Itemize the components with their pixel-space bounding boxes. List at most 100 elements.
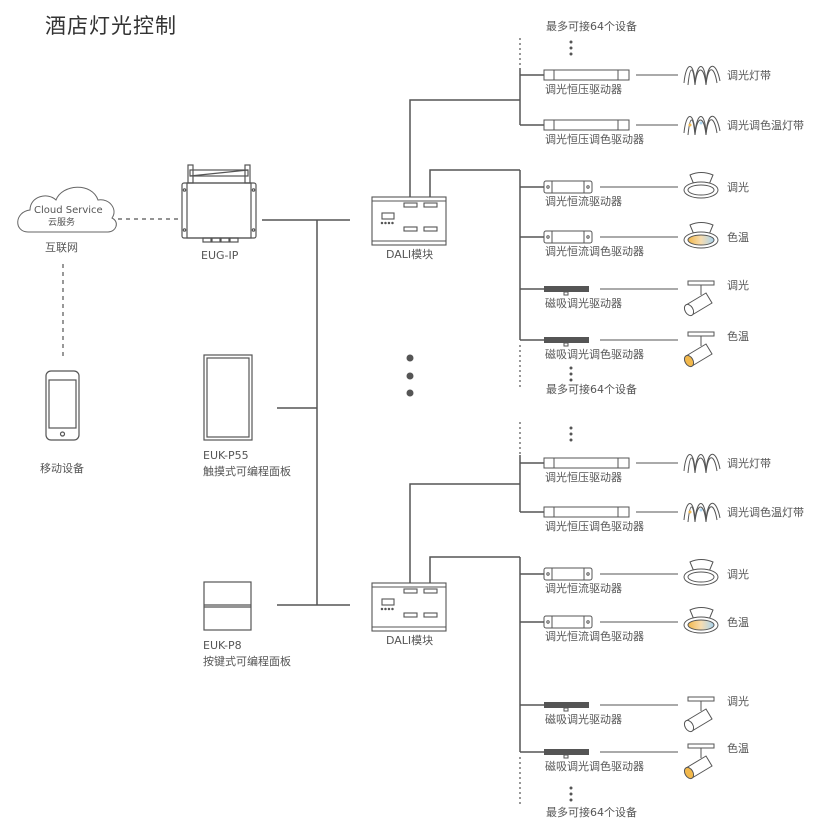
led-strip-cct-icon	[683, 115, 721, 136]
cv-driver-icon	[543, 457, 630, 469]
dali-module-caption: DALI模块	[386, 634, 434, 647]
driver-row	[520, 331, 715, 368]
downlight-icon	[683, 559, 719, 586]
max-devices-note: 最多可接64个设备	[546, 383, 637, 396]
driver-row	[520, 696, 715, 733]
ellipsis-dot	[569, 40, 573, 44]
cv-driver-icon	[543, 119, 630, 131]
load-name: 调光	[727, 181, 749, 194]
cc-driver-icon	[543, 567, 593, 581]
led-strip-cct-icon	[683, 502, 721, 523]
driver-name: 调光恒压调色驱动器	[545, 520, 644, 533]
dali-branch	[371, 422, 721, 805]
page-title: 酒店灯光控制	[45, 14, 177, 38]
ellipsis-dot	[569, 786, 573, 790]
driver-name: 调光恒流驱动器	[545, 582, 622, 595]
mobile-phone-icon	[45, 370, 80, 441]
internet-caption: 互联网	[45, 241, 78, 254]
ellipsis-dot	[569, 52, 573, 56]
ellipsis-dot	[569, 426, 573, 430]
mag-driver-icon	[544, 337, 589, 347]
ellipsis-dot	[569, 792, 573, 796]
spotlight-cct-icon	[683, 743, 715, 780]
load-name: 调光调色温灯带	[727, 506, 804, 519]
load-name: 调光	[727, 279, 749, 292]
ellipsis-dot	[569, 438, 573, 442]
driver-name: 调光恒流驱动器	[545, 195, 622, 208]
load-name: 调光灯带	[727, 457, 771, 470]
dali-module-icon	[371, 196, 447, 246]
mag-driver-icon	[544, 749, 589, 759]
dali-module-caption: DALI模块	[386, 248, 434, 261]
dali-bus	[409, 38, 521, 388]
led-strip-icon	[683, 453, 721, 474]
driver-row	[520, 115, 721, 136]
load-name: 色温	[727, 616, 749, 629]
gateway-icon	[181, 164, 257, 243]
ellipsis-dot	[569, 432, 573, 436]
cloud-label-cn: 云服务	[48, 218, 76, 228]
cc-driver-icon	[543, 180, 593, 194]
driver-name: 调光恒压驱动器	[545, 83, 622, 96]
driver-name: 磁吸调光驱动器	[545, 713, 622, 726]
driver-row	[520, 743, 715, 780]
key-panel-caption: 按键式可编程面板	[203, 655, 291, 668]
driver-row	[520, 65, 721, 86]
mobile-caption: 移动设备	[40, 462, 84, 475]
downlight-cct-icon	[683, 607, 719, 634]
driver-name: 调光恒压驱动器	[545, 471, 622, 484]
ellipsis-dot	[569, 366, 573, 370]
touch-panel-icon	[203, 354, 253, 441]
gateway-caption: EUG-IP	[201, 249, 239, 262]
driver-row	[520, 280, 715, 317]
dali-branch	[371, 38, 721, 388]
driver-name: 调光恒流调色驱动器	[545, 630, 644, 643]
driver-row	[520, 607, 719, 634]
max-devices-note: 最多可接64个设备	[546, 20, 637, 33]
load-name: 色温	[727, 330, 749, 343]
driver-row	[520, 222, 719, 249]
driver-row	[520, 453, 721, 474]
load-name: 调光灯带	[727, 69, 771, 82]
load-name: 调光调色温灯带	[727, 119, 804, 132]
more-modules-ellipsis	[406, 354, 414, 397]
driver-row	[520, 172, 719, 199]
cc-driver-icon	[543, 230, 593, 244]
touch-panel-model: EUK-P55	[203, 449, 249, 462]
main-bus	[262, 219, 350, 606]
load-name: 色温	[727, 742, 749, 755]
load-name: 调光	[727, 568, 749, 581]
ellipsis-dot	[569, 378, 573, 382]
mag-driver-icon	[544, 702, 589, 712]
max-devices-note: 最多可接64个设备	[546, 806, 637, 819]
touch-panel-caption: 触摸式可编程面板	[203, 465, 291, 478]
spotlight-icon	[683, 280, 715, 317]
dali-bus	[409, 422, 521, 805]
ellipsis-dot	[569, 46, 573, 50]
downlight-icon	[683, 172, 719, 199]
key-panel-model: EUK-P8	[203, 639, 242, 652]
load-name: 调光	[727, 695, 749, 708]
led-strip-icon	[683, 65, 721, 86]
cloud-icon	[17, 186, 117, 233]
load-name: 色温	[727, 231, 749, 244]
cv-driver-icon	[543, 506, 630, 518]
key-panel-icon	[203, 581, 252, 631]
driver-name: 磁吸调光驱动器	[545, 297, 622, 310]
downlight-cct-icon	[683, 222, 719, 249]
driver-row	[520, 559, 719, 586]
spotlight-icon	[683, 696, 715, 733]
cc-driver-icon	[543, 615, 593, 629]
dali-module-icon	[371, 582, 447, 632]
driver-name: 磁吸调光调色驱动器	[545, 760, 644, 773]
driver-row	[520, 502, 721, 523]
ellipsis-dot	[569, 372, 573, 376]
mag-driver-icon	[544, 286, 589, 296]
driver-name: 调光恒压调色驱动器	[545, 133, 644, 146]
spotlight-cct-icon	[683, 331, 715, 368]
cloud-label: Cloud Service	[34, 205, 103, 216]
cv-driver-icon	[543, 69, 630, 81]
ellipsis-dot	[569, 798, 573, 802]
driver-name: 调光恒流调色驱动器	[545, 245, 644, 258]
